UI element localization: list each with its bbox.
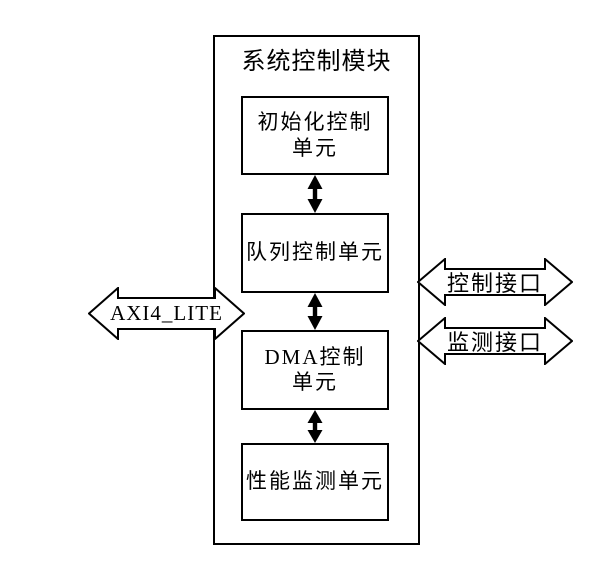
bidirectional-link-arrow [307, 175, 323, 213]
monitor-interface-label: 监测接口 [446, 330, 543, 355]
unit-box-queue-control: 队列控制单元 [241, 213, 389, 293]
unit-box-dma-control: DMA控制 单元 [241, 330, 389, 410]
unit-label-line: 单元 [292, 370, 338, 394]
module-title: 系统控制模块 [241, 49, 392, 75]
unit-label-line: DMA控制 [264, 344, 366, 369]
axi4-lite-bus-arrow: AXI4_LITE [88, 287, 245, 340]
control-interface-arrow: 控制接口 [417, 258, 573, 306]
unit-box-performance-monitor: 性能监测单元 [241, 443, 389, 521]
unit-label-line: 初始化控制 [257, 110, 373, 135]
axi4-lite-bus-label: AXI4_LITE [110, 301, 223, 325]
bidirectional-link-arrow [307, 410, 323, 443]
unit-box-init-control: 初始化控制 单元 [241, 96, 389, 175]
unit-label-line: 队列控制单元 [246, 240, 384, 265]
unit-label-line: 单元 [292, 135, 338, 160]
monitor-interface-arrow: 监测接口 [417, 317, 573, 365]
unit-label-line: 性能监测单元 [246, 469, 384, 494]
control-interface-label: 控制接口 [446, 271, 543, 296]
bidirectional-link-arrow [307, 293, 323, 330]
